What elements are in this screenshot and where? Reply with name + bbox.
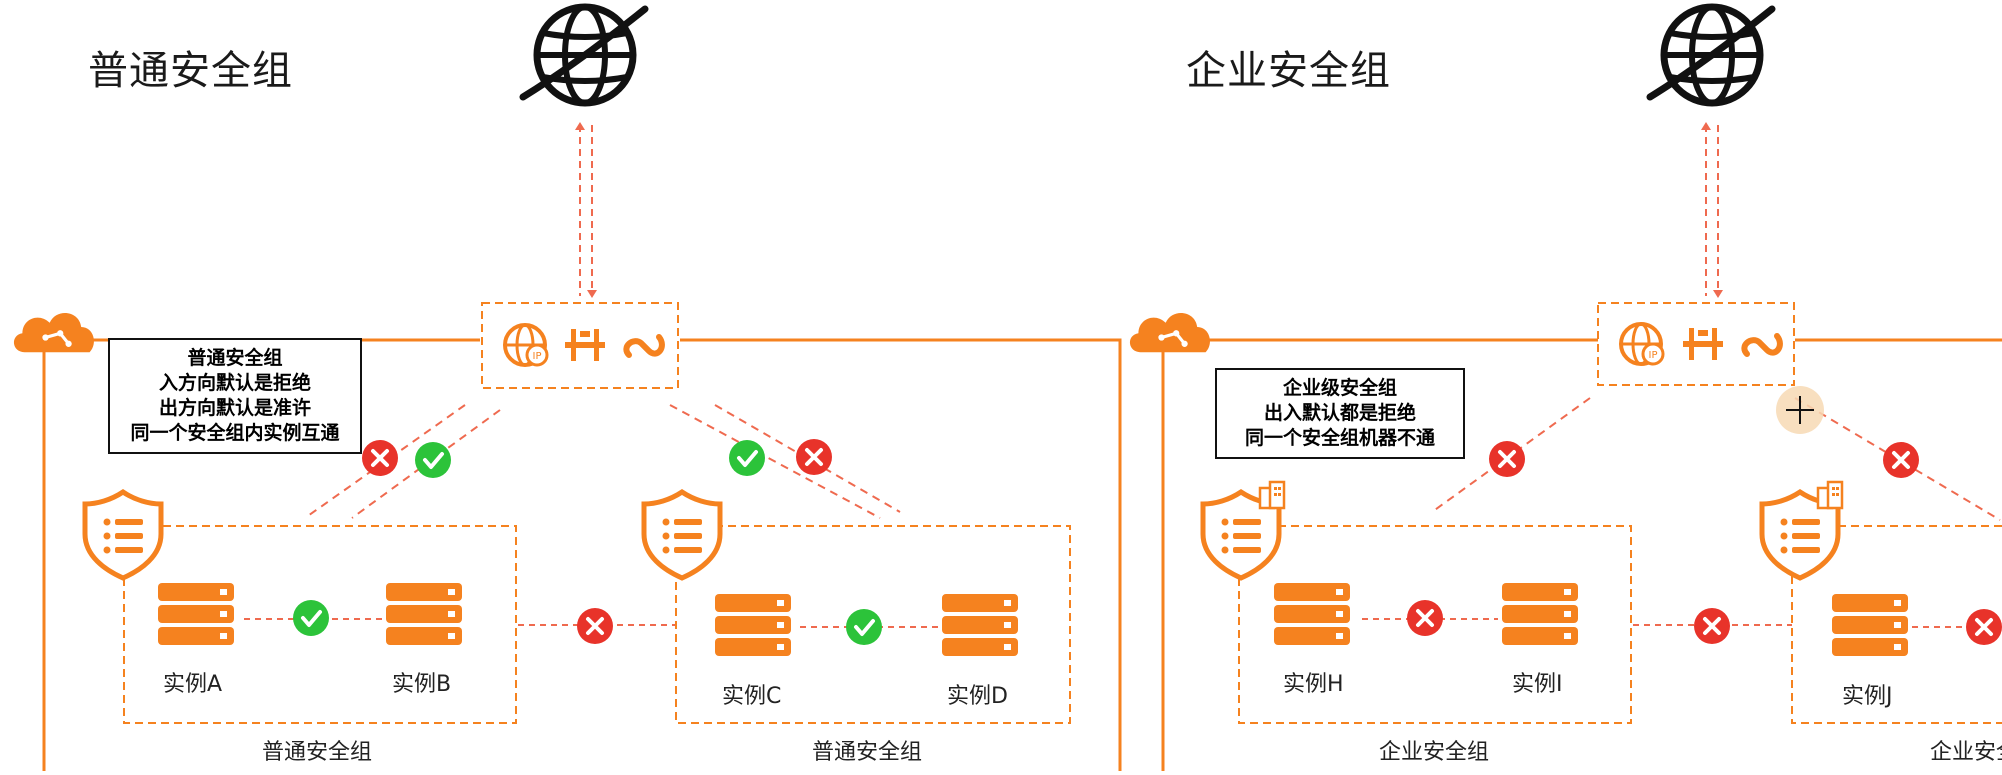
- security-group-box: [1238, 525, 1632, 724]
- security-group-box: [1791, 525, 2002, 724]
- check-icon: [291, 598, 331, 638]
- shield-icon: [644, 492, 720, 578]
- arrow-head: [1713, 290, 1723, 298]
- diag-link: [1431, 397, 1591, 513]
- cross-icon: [794, 437, 834, 477]
- instance-label: 实例I: [1512, 672, 1563, 697]
- group-label: 普通安全组: [262, 740, 373, 765]
- globe-icon: [1650, 7, 1772, 103]
- cursor-crosshair-icon: [1786, 396, 1814, 424]
- note-line: 入方向默认是拒绝: [158, 372, 311, 394]
- note-line: 同一个安全组内实例互通: [130, 422, 340, 444]
- group-label: 企业安全: [1930, 740, 2002, 765]
- arrow-head: [575, 122, 585, 130]
- instance-label: 实例H: [1283, 672, 1344, 697]
- instance-label: 实例C: [722, 684, 782, 709]
- cross-icon: [1405, 598, 1445, 638]
- note-line: 出入默认都是拒绝: [1263, 402, 1416, 424]
- right-title: 企业安全组: [1186, 48, 1391, 94]
- note-line: 企业级安全组: [1282, 377, 1397, 399]
- diag-link: [669, 404, 881, 519]
- cross-icon: [1964, 607, 2002, 647]
- instance-label: 实例D: [947, 684, 1008, 709]
- enterprise-icon: [1258, 480, 1286, 510]
- security-group-box: [675, 525, 1071, 724]
- right-panel: [1128, 7, 2002, 771]
- left-note: 普通安全组 入方向默认是拒绝 出方向默认是准许 同一个安全组内实例互通: [108, 338, 362, 454]
- note-line: 出方向默认是准许: [158, 397, 311, 419]
- server-icon: [1274, 583, 1350, 645]
- right-note: 企业级安全组 出入默认都是拒绝 同一个安全组机器不通: [1215, 368, 1465, 459]
- group-label: 普通安全组: [812, 740, 923, 765]
- cross-icon: [575, 606, 615, 646]
- server-icon: [386, 583, 462, 645]
- diag-link: [304, 404, 466, 519]
- check-icon: [727, 438, 767, 478]
- instance-label: 实例A: [163, 672, 223, 697]
- left-panel: [12, 7, 1122, 771]
- cross-icon: [1881, 440, 1921, 480]
- cross-icon: [1692, 606, 1732, 646]
- arrow-head: [1701, 122, 1711, 130]
- note-line: 普通安全组: [187, 347, 283, 369]
- server-icon: [158, 583, 234, 645]
- globe-icon: [523, 7, 645, 103]
- left-title: 普通安全组: [88, 48, 293, 94]
- check-icon: [844, 607, 884, 647]
- cloud-icon: [1128, 311, 1212, 354]
- server-icon: [942, 594, 1018, 656]
- instance-label: 实例B: [392, 672, 452, 697]
- group-label: 企业安全组: [1379, 740, 1490, 765]
- shield-icon: [85, 492, 161, 578]
- enterprise-icon: [1816, 480, 1844, 510]
- security-group-box: [123, 525, 517, 724]
- instance-label: 实例J: [1842, 684, 1893, 709]
- cross-icon: [1487, 439, 1527, 479]
- diag-link: [714, 404, 901, 513]
- check-icon: [413, 440, 453, 480]
- cross-icon: [360, 438, 400, 478]
- vpc-border-right: [1161, 338, 2002, 771]
- server-icon: [1832, 594, 1908, 656]
- note-line: 同一个安全组机器不通: [1244, 427, 1435, 449]
- cloud-icon: [12, 311, 96, 354]
- arrow-head: [587, 290, 597, 298]
- server-icon: [1502, 583, 1578, 645]
- server-icon: [715, 594, 791, 656]
